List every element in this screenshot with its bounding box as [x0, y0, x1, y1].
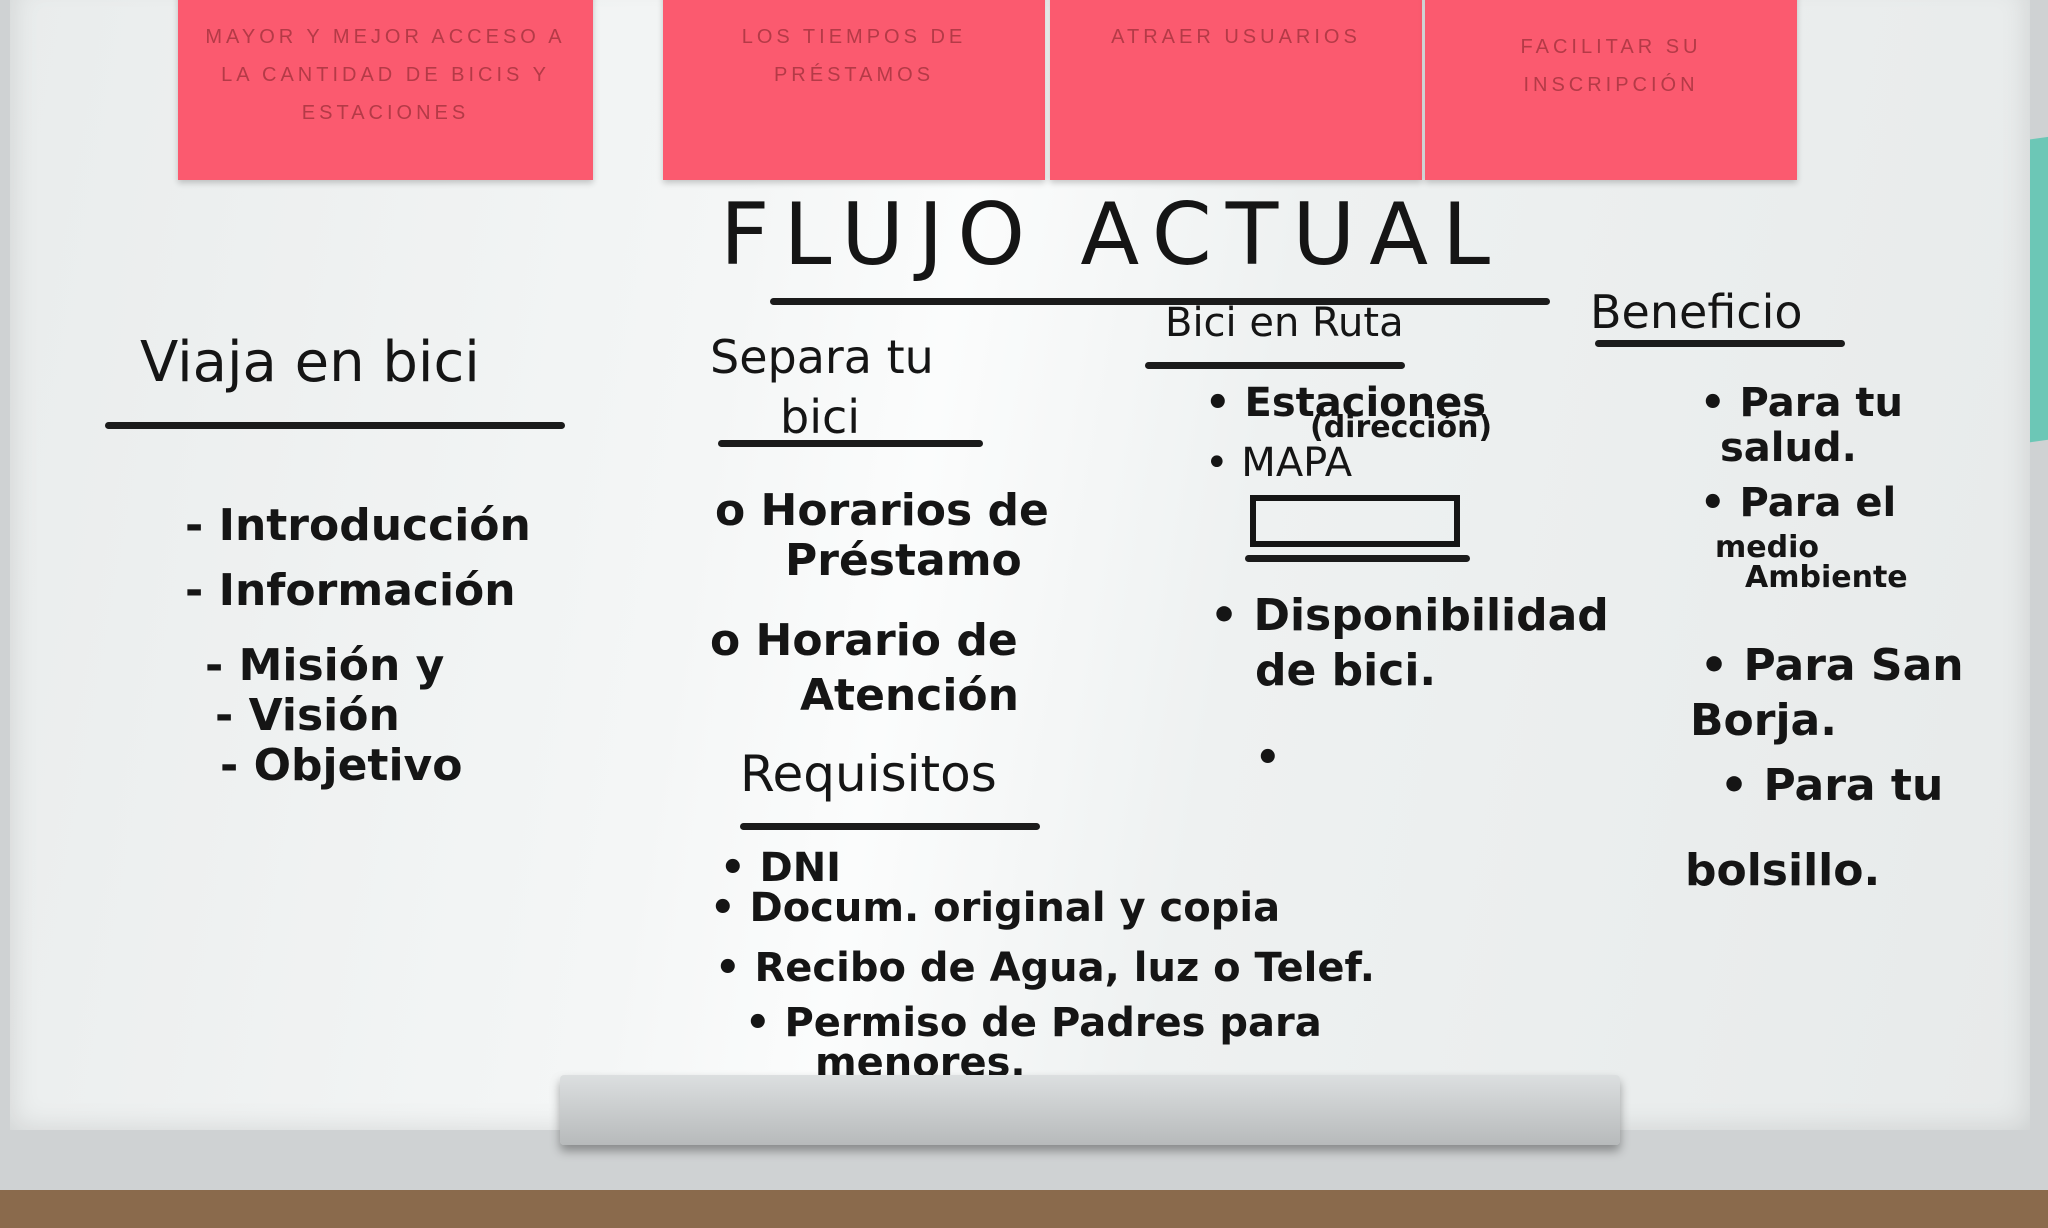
map-underline: [1245, 555, 1470, 562]
col4-item: bolsillo.: [1685, 845, 1881, 896]
col1-item: - Visión: [215, 690, 400, 741]
col4-item: salud.: [1720, 425, 1857, 471]
board-title: FLUJO ACTUAL: [720, 185, 1505, 285]
col2-item: o Horario de: [710, 615, 1018, 666]
col1-item: - Información: [185, 565, 516, 616]
col2-heading: bici: [780, 390, 861, 444]
requisitos-item: • Docum. original y copia: [710, 885, 1281, 931]
sticky-note-1: Mayor y mejor acceso a la cantidad de bi…: [178, 0, 593, 180]
requisitos-item: • DNI: [720, 845, 842, 891]
requisitos-underline: [740, 823, 1040, 830]
requisitos-item: • Recibo de Agua, luz o Telef.: [715, 945, 1375, 991]
col4-underline: [1595, 340, 1845, 347]
map-sketch-box: [1250, 495, 1460, 547]
sticky-note-4: Facilitar su inscripción: [1425, 0, 1797, 180]
col3-item: • MAPA: [1205, 440, 1353, 486]
col1-underline: [105, 422, 565, 429]
col1-item: - Introducción: [185, 500, 531, 551]
col3-underline: [1145, 362, 1405, 369]
title-underline: [770, 298, 1550, 305]
col2-underline: [718, 440, 983, 447]
col2-item: o Horarios de: [715, 485, 1049, 536]
col4-item: • Para tu: [1700, 380, 1903, 426]
col2-heading: Separa tu: [710, 330, 934, 384]
col3-heading: Bici en Ruta: [1165, 300, 1404, 346]
col3-item: • Disponibilidad: [1210, 590, 1609, 641]
col2-item: Atención: [800, 670, 1019, 721]
col3-item: •: [1255, 735, 1281, 781]
whiteboard-surface: [10, 0, 2030, 1130]
requisitos-item: • Permiso de Padres para: [745, 1000, 1322, 1046]
col1-item: - Misión y: [205, 640, 445, 691]
col1-item: - Objetivo: [220, 740, 463, 791]
requisitos-heading: Requisitos: [740, 745, 997, 803]
col4-item: medio: [1715, 530, 1819, 565]
marker-tray: [560, 1075, 1620, 1145]
col4-item: • Para el: [1700, 480, 1897, 526]
col3-item: de bici.: [1255, 645, 1437, 696]
col4-item: Ambiente: [1745, 560, 1908, 595]
col1-heading: Viaja en bici: [140, 330, 480, 395]
col2-item: Préstamo: [785, 535, 1022, 586]
col4-item: • Para San: [1700, 640, 1964, 691]
col3-item: (dirección): [1310, 410, 1493, 445]
col4-item: • Para tu: [1720, 760, 1944, 811]
col3-item: • Estaciones: [1205, 380, 1487, 426]
sticky-note-2: Los tiempos de préstamos: [663, 0, 1045, 180]
col4-heading: Beneficio: [1590, 285, 1803, 339]
col4-item: Borja.: [1690, 695, 1837, 746]
sticky-note-3: Atraer usuarios: [1050, 0, 1422, 180]
